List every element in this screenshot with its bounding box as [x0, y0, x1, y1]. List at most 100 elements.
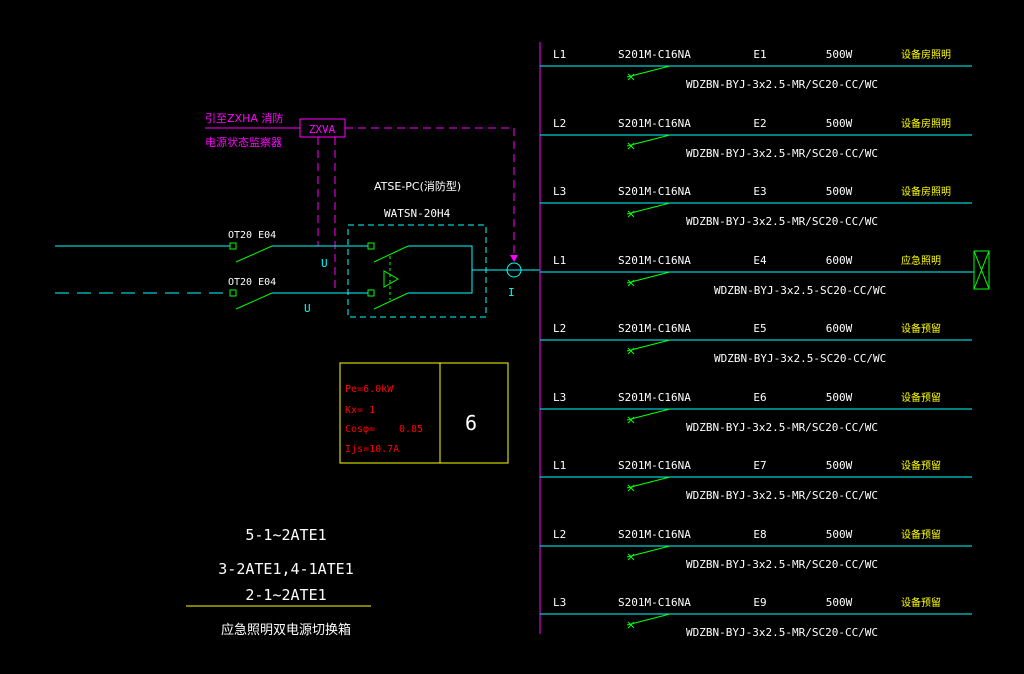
circuit-id: E4: [753, 254, 767, 267]
circuit-phase: L3: [553, 391, 566, 404]
breaker-cross-b: [627, 621, 635, 629]
breaker-cross-b: [627, 210, 635, 218]
circuit-cable: WDZBN-BYJ-3x2.5-MR/SC20-CC/WC: [686, 489, 878, 502]
circuit-use: 设备预留: [901, 459, 941, 472]
atse-contact-2: [367, 289, 375, 297]
incoming-1-label: OT20 E04: [228, 230, 276, 241]
circuit-use: 设备房照明: [901, 117, 951, 130]
circuit-id: E9: [753, 596, 766, 609]
panel-name: 应急照明双电源切换箱: [221, 622, 351, 638]
incoming-group: OT20 E04 U OT20 E04 U: [55, 230, 368, 315]
circuit-row: L2 S201M-C16NA E8 500W 设备预留 WDZBN-BYJ-3x2.5-M…: [540, 528, 972, 571]
circuit-id: E7: [753, 459, 766, 472]
incoming-1-switch: [235, 245, 273, 263]
monitor-note-line2: 电源状态监察器: [205, 135, 282, 149]
circuit-power: 500W: [826, 185, 853, 198]
circuit-breaker: S201M-C16NA: [618, 185, 691, 198]
incoming-2-label: OT20 E04: [228, 277, 276, 288]
breaker-contact-icon: [626, 134, 671, 147]
circuit-phase: L1: [553, 48, 566, 61]
zxva-label: ZXVA: [309, 123, 336, 136]
circuit-power: 500W: [826, 48, 853, 61]
panel-title-line2: 3-2ATE1,4-1ATE1: [218, 560, 353, 578]
load-calc-group: Pe=6.0kW Kx= 1 Cosφ= 0.85 Ijs=10.7A 6: [339, 362, 509, 464]
panel-title-line1: 5-1~2ATE1: [245, 526, 326, 544]
circuit-power: 500W: [826, 459, 853, 472]
circuit-row: L3 S201M-C16NA E3 500W 设备房照明 WDZBN-BYJ-3x2.5-…: [540, 185, 972, 228]
circuit-use: 设备预留: [901, 391, 941, 404]
breaker-contact-icon: [626, 271, 671, 284]
atse-model: WATSN-20H4: [384, 207, 451, 220]
emergency-light-cross-b: [973, 250, 990, 290]
circuit-use: 设备预留: [901, 322, 941, 335]
circuit-row: L2 S201M-C16NA E2 500W 设备房照明 WDZBN-BYJ-3x2.5-…: [540, 117, 972, 160]
atse-contact-1: [367, 242, 375, 250]
circuit-power: 600W: [826, 254, 853, 267]
incoming-1-voltage: U: [321, 257, 328, 270]
circuit-power: 500W: [826, 391, 853, 404]
circuit-breaker: S201M-C16NA: [618, 391, 691, 404]
circuit-phase: L3: [553, 596, 566, 609]
load-calc-kx: Kx= 1: [345, 405, 375, 416]
circuit-power: 500W: [826, 528, 853, 541]
circuit-phase: L2: [553, 528, 566, 541]
breaker-cross-b: [627, 553, 635, 561]
circuit-phase: L2: [553, 322, 566, 335]
atse-current-mark: I: [508, 286, 515, 299]
circuit-phase: L2: [553, 117, 566, 130]
circuit-cable: WDZBN-BYJ-3x2.5-MR/SC20-CC/WC: [686, 147, 878, 160]
circuit-cable: WDZBN-BYJ-3x2.5-SC20-CC/WC: [714, 284, 886, 297]
circuit-row: L1 S201M-C16NA E1 500W 设备房照明 WDZBN-BYJ-3x2.5-…: [540, 48, 972, 91]
circuit-id: E3: [753, 185, 766, 198]
circuit-id: E2: [753, 117, 766, 130]
circuit-cable: WDZBN-BYJ-3x2.5-MR/SC20-CC/WC: [686, 421, 878, 434]
monitor-wire-arrow: [510, 255, 518, 262]
breaker-contact-icon: [626, 339, 671, 352]
load-calc-number: 6: [465, 411, 477, 435]
circuit-breaker: S201M-C16NA: [618, 528, 691, 541]
circuit-power: 500W: [826, 117, 853, 130]
incoming-2-voltage: U: [304, 302, 311, 315]
circuit-use: 设备房照明: [901, 185, 951, 198]
circuit-id: E6: [753, 391, 766, 404]
atse-box: [347, 224, 487, 318]
monitor-wire-top: [345, 127, 515, 256]
circuit-breaker: S201M-C16NA: [618, 48, 691, 61]
emergency-light-group: [973, 250, 990, 290]
atse-actuator-icon: [383, 270, 400, 288]
circuit-use: 应急照明: [901, 254, 941, 267]
circuit-cable: WDZBN-BYJ-3x2.5-MR/SC20-CC/WC: [686, 215, 878, 228]
breaker-contact-icon: [626, 545, 671, 558]
circuit-id: E8: [753, 528, 766, 541]
atse-bus: [408, 245, 473, 294]
breaker-contact-icon: [626, 613, 671, 626]
circuit-use: 设备房照明: [901, 48, 951, 61]
circuit-power: 600W: [826, 322, 853, 335]
panel-title-group: 5-1~2ATE1 3-2ATE1,4-1ATE1 2-1~2ATE1 应急照明…: [186, 526, 371, 638]
circuit-cable: WDZBN-BYJ-3x2.5-MR/SC20-CC/WC: [686, 558, 878, 571]
circuit-breaker: S201M-C16NA: [618, 459, 691, 472]
atse-group: ATSE-PC(消防型) WATSN-20H4 I: [347, 179, 540, 318]
circuit-id: E5: [753, 322, 766, 335]
circuit-breaker: S201M-C16NA: [618, 322, 691, 335]
circuit-id: E1: [753, 48, 766, 61]
circuit-phase: L3: [553, 185, 566, 198]
circuit-breaker: S201M-C16NA: [618, 117, 691, 130]
load-calc-cos-label: Cosφ=: [345, 424, 375, 435]
panel-title-line3: 2-1~2ATE1: [245, 586, 326, 604]
circuit-use: 设备预留: [901, 596, 941, 609]
load-calc-cos-value: 0.85: [399, 424, 423, 435]
circuit-phase: L1: [553, 254, 566, 267]
breaker-contact-icon: [626, 202, 671, 215]
load-calc-pe: Pe=6.0kW: [345, 384, 394, 395]
circuit-cable: WDZBN-BYJ-3x2.5-MR/SC20-CC/WC: [686, 78, 878, 91]
circuit-use: 设备预留: [901, 528, 941, 541]
breaker-cross-b: [627, 347, 635, 355]
emergency-light-icon: [973, 250, 990, 290]
